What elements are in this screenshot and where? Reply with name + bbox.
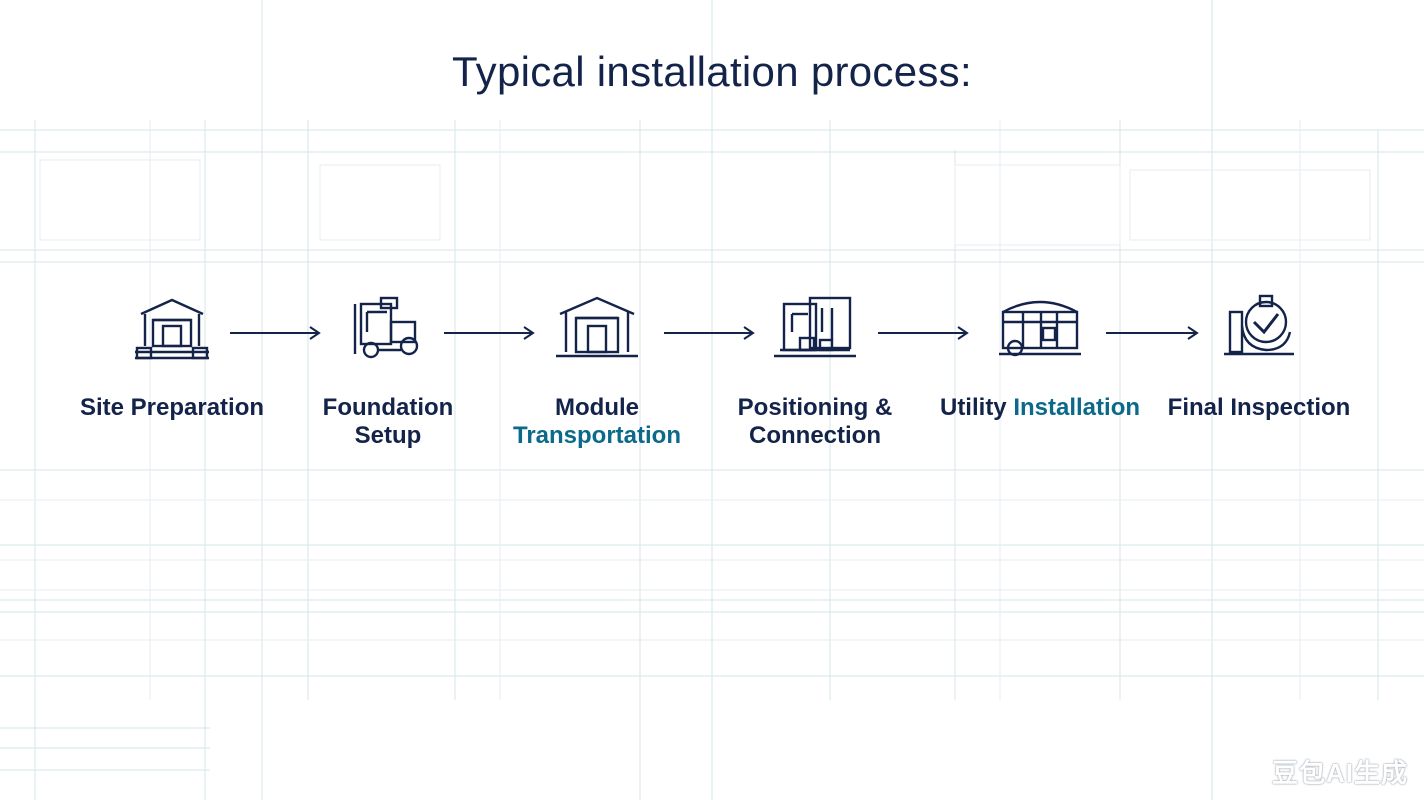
warehouse-icon: [135, 298, 209, 360]
step-label-line1: Positioning &: [737, 394, 893, 421]
step-label-accent: Installation: [1013, 394, 1141, 421]
step-label-line1: Site Preparation: [79, 394, 265, 421]
step-label-line2: Setup: [354, 422, 422, 449]
arrow-icon: [878, 326, 969, 340]
step-label-line1: Final Inspection: [1167, 394, 1351, 421]
page-title: Typical installation process:: [452, 48, 972, 95]
watermark: 豆包AI生成: [1271, 758, 1408, 788]
step-label-line1: Module: [555, 394, 639, 421]
step-utility-installation: Utility Installation: [930, 292, 1150, 422]
arrow-icon: [1106, 326, 1199, 340]
step-label-line1: Foundation: [322, 394, 454, 421]
machinery-icon: [353, 296, 419, 359]
step-final-inspection: Final Inspection: [1149, 292, 1369, 422]
arrow-icon: [230, 326, 321, 340]
step-site-preparation: Site Preparation: [62, 292, 282, 422]
building-module-icon: [556, 296, 638, 358]
step-label-plain: Utility: [939, 394, 1007, 421]
utility-vehicle-icon: [999, 300, 1081, 357]
inspection-check-icon: [1224, 294, 1294, 356]
step-label-line2: Transportation: [512, 422, 681, 449]
step-module-transportation: Module Transportation: [487, 292, 707, 450]
step-label-line1: Utility Installation: [930, 394, 1150, 422]
connection-structure-icon: [774, 296, 856, 358]
step-label-line2: Connection: [749, 422, 881, 449]
step-foundation-setup: Foundation Setup: [278, 292, 498, 450]
arrow-icon: [444, 326, 535, 340]
arrow-icon: [664, 326, 755, 340]
step-positioning-connection: Positioning & Connection: [705, 292, 925, 450]
